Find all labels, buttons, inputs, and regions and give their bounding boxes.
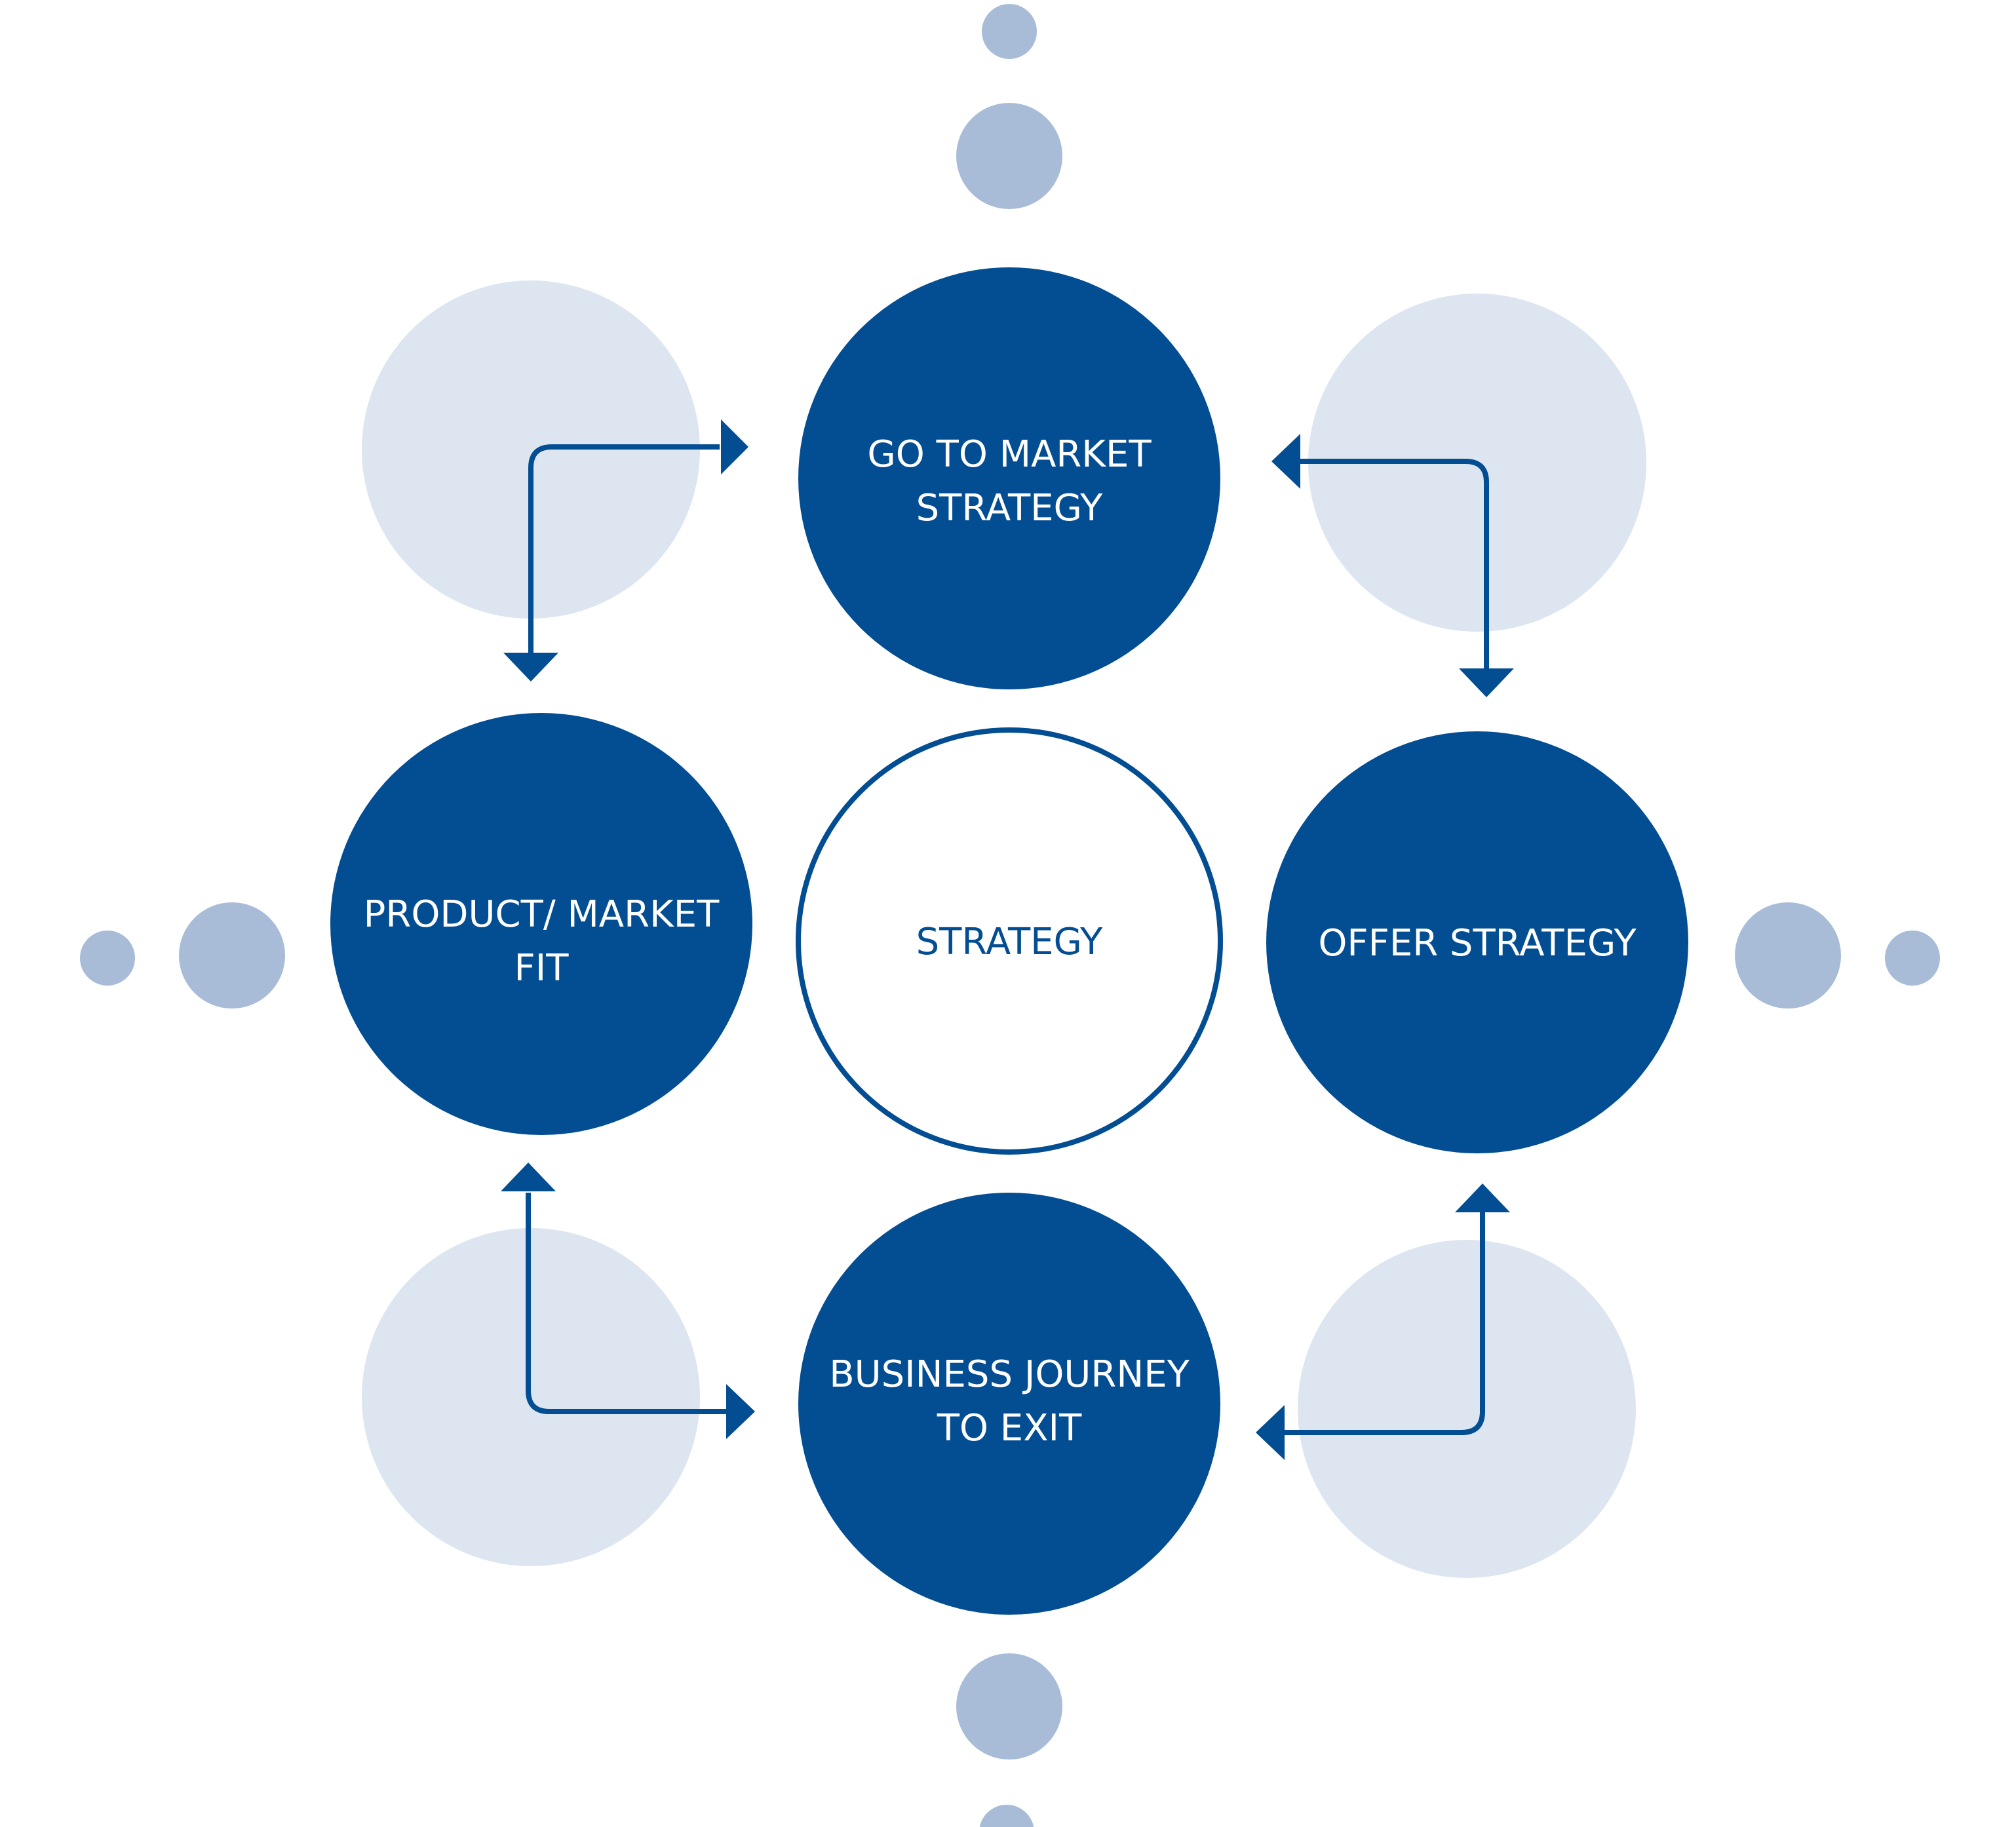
arrowhead-right-icon — [721, 419, 748, 474]
connector-arrows — [501, 419, 1514, 1460]
dot-bottom-small — [979, 1805, 1034, 1827]
node-circle — [798, 267, 1220, 689]
dot-bottom-large — [956, 1653, 1062, 1760]
node-circle — [1266, 731, 1688, 1153]
dot-left-large — [179, 902, 285, 1009]
dot-right-large — [1735, 902, 1841, 1009]
node-left: PRODUCT/ MARKET FIT — [330, 713, 752, 1135]
node-circle — [798, 1193, 1220, 1615]
arrowhead-right-icon — [726, 1384, 755, 1439]
connector-top-left — [503, 419, 748, 682]
connector-line — [1300, 459, 1489, 668]
decorative-dots — [80, 4, 1940, 1827]
dot-top-small — [982, 4, 1037, 59]
arrowhead-down-icon — [503, 653, 558, 682]
connector-top-right — [1271, 434, 1514, 697]
node-label-line1: PRODUCT/ MARKET — [364, 893, 720, 936]
node-center: STRATEGY — [796, 727, 1223, 1155]
arrowhead-up-icon — [1455, 1183, 1510, 1212]
node-label-line2: FIT — [514, 947, 570, 990]
arrowhead-left-icon — [1256, 1405, 1285, 1460]
node-circle — [330, 713, 752, 1135]
dot-right-small — [1885, 931, 1940, 986]
connector-bottom-left — [501, 1163, 755, 1439]
connector-line — [528, 444, 720, 655]
dot-top-large — [956, 103, 1062, 209]
halo-bottom-right — [1298, 1240, 1636, 1578]
node-bottom: BUSINESS JOURNEY TO EXIT — [798, 1193, 1220, 1615]
node-label-line2: TO EXIT — [937, 1407, 1082, 1450]
connector-line — [1283, 1212, 1485, 1435]
halo-top-left — [362, 280, 700, 619]
node-right: OFFER STRATEGY — [1266, 731, 1688, 1153]
connector-line — [526, 1193, 727, 1414]
node-top: GO TO MARKET STRATEGY — [798, 267, 1220, 689]
node-label-line2: STRATEGY — [916, 487, 1104, 529]
node-label-line1: GO TO MARKET — [867, 433, 1152, 476]
connector-bottom-right — [1256, 1183, 1510, 1460]
node-label: STRATEGY — [916, 921, 1104, 963]
arrowhead-left-icon — [1271, 434, 1300, 489]
node-label: OFFER STRATEGY — [1318, 922, 1637, 965]
node-circle-outline — [796, 727, 1223, 1155]
dot-left-small — [80, 931, 135, 986]
arrowhead-up-icon — [501, 1163, 556, 1191]
node-label-line1: BUSINESS JOURNEY — [829, 1353, 1190, 1396]
arrowhead-down-icon — [1459, 668, 1514, 697]
background-halos — [362, 280, 1646, 1578]
